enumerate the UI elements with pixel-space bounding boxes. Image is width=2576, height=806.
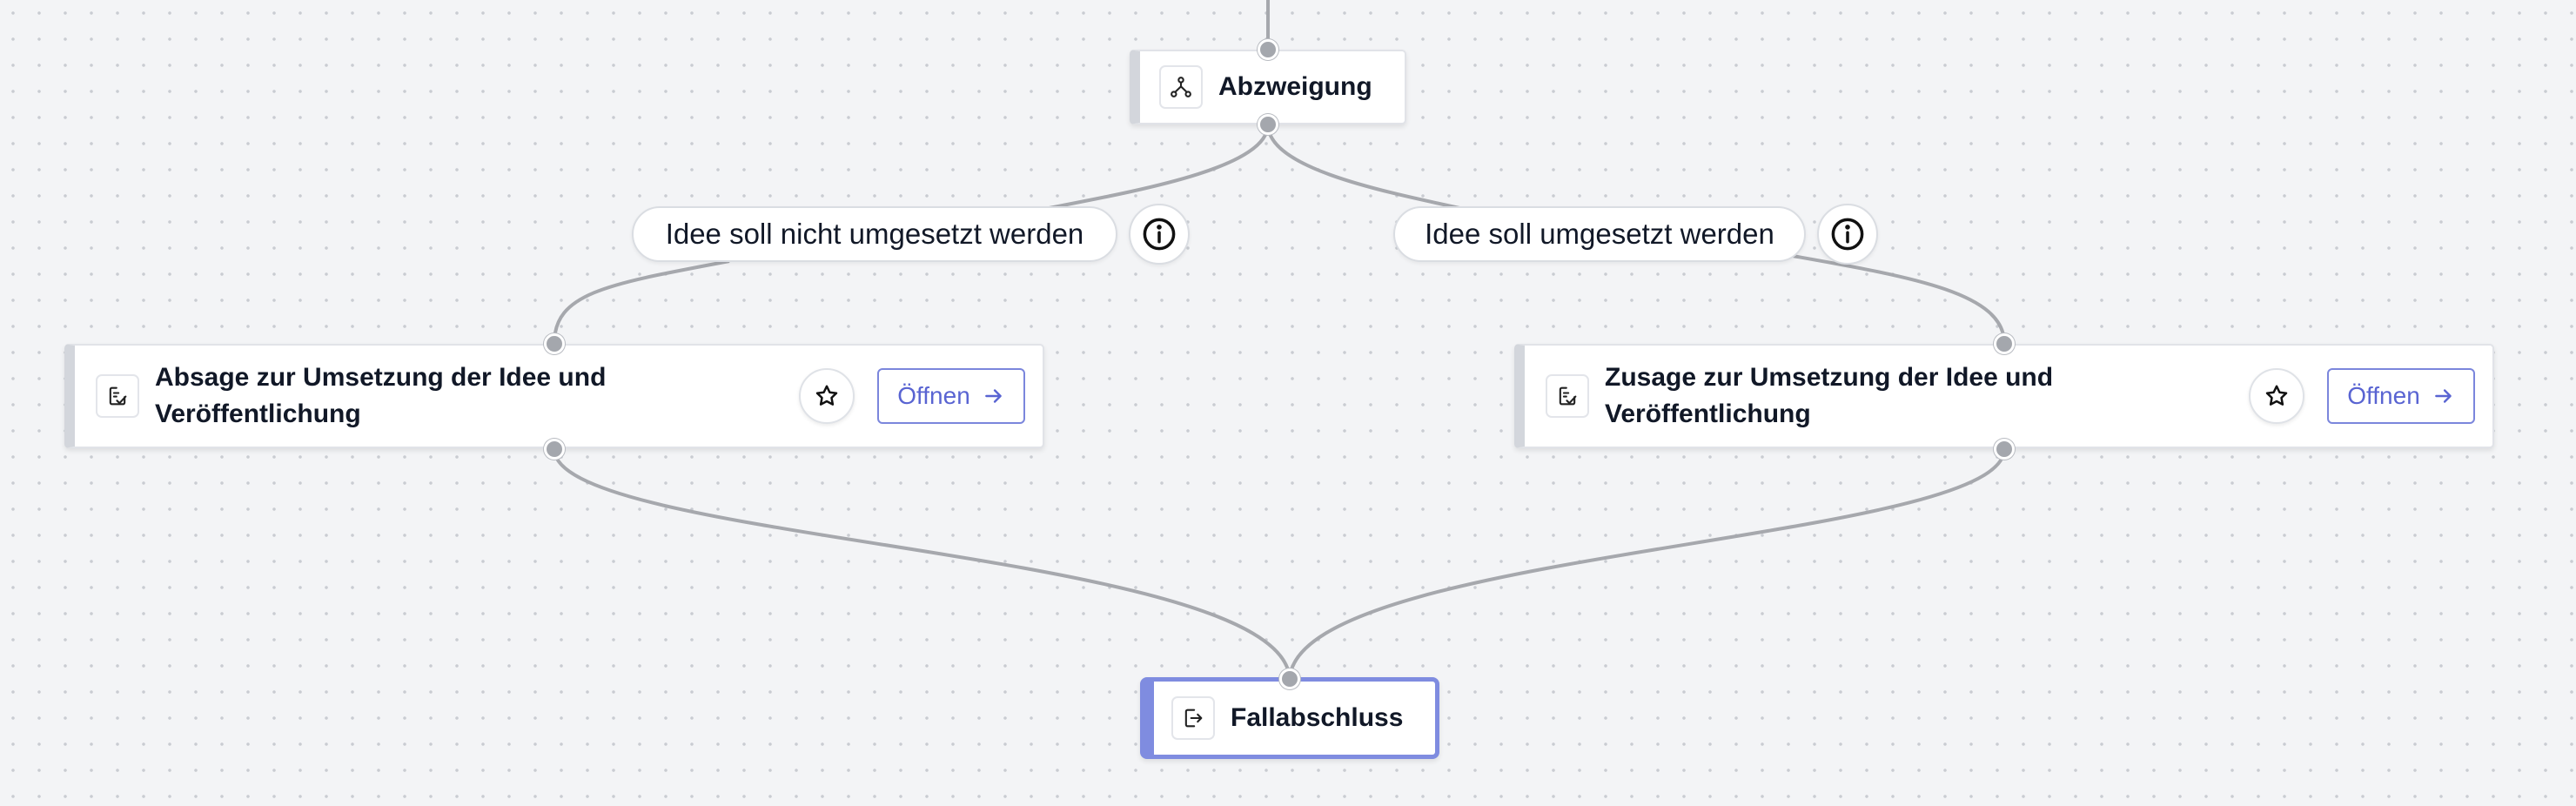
edit-task-icon [96, 374, 139, 418]
favorite-button-approve[interactable] [2249, 368, 2304, 424]
condition-info-button-right[interactable] [1817, 204, 1878, 265]
star-icon [2265, 385, 2288, 406]
exit-icon [1171, 696, 1215, 740]
approve-node-title-line1: Zusage zur Umsetzung der Idee und [1605, 363, 2054, 392]
branch-node-title: Abzweigung [1218, 72, 1372, 101]
edge-reject-to-end [553, 448, 1291, 682]
approve-input-handle[interactable] [1994, 333, 2015, 354]
edit-task-icon [1546, 374, 1589, 418]
edge-right-condition-to-approve [1792, 254, 2006, 344]
open-button-label: Öffnen [2347, 382, 2420, 409]
reject-input-handle[interactable] [544, 333, 565, 354]
favorite-button-reject[interactable] [799, 368, 855, 424]
reject-node[interactable]: Absage zur Umsetzung der Idee und Veröff… [64, 344, 1044, 448]
approve-output-handle[interactable] [1994, 439, 2015, 460]
branch-input-handle[interactable] [1258, 39, 1278, 60]
condition-label-left[interactable]: Idee soll nicht umgesetzt werden [632, 206, 1117, 262]
approve-node-title-line2: Veröffentlichung [1605, 400, 1811, 428]
info-icon [1831, 218, 1864, 251]
end-node[interactable]: Fallabschluss [1140, 677, 1439, 759]
star-icon [815, 385, 838, 406]
open-button-reject[interactable]: Öffnen [877, 368, 1025, 424]
end-input-handle[interactable] [1279, 668, 1300, 689]
approve-node[interactable]: Zusage zur Umsetzung der Idee und Veröff… [1514, 344, 2494, 448]
branch-icon [1159, 65, 1203, 109]
open-button-label: Öffnen [897, 382, 970, 409]
open-button-approve[interactable]: Öffnen [2327, 368, 2475, 424]
reject-node-title-line2: Veröffentlichung [155, 400, 361, 428]
reject-node-title-line1: Absage zur Umsetzung der Idee und [155, 363, 607, 392]
info-icon [1143, 218, 1176, 251]
edge-left-condition-to-reject [553, 259, 730, 344]
arrow-right-icon [2434, 389, 2452, 403]
reject-output-handle[interactable] [544, 439, 565, 460]
condition-label-right[interactable]: Idee soll umgesetzt werden [1393, 206, 1806, 262]
edge-branch-to-left-condition [1026, 124, 1270, 214]
condition-info-button-left[interactable] [1129, 204, 1190, 265]
edge-branch-to-right-condition [1266, 124, 1480, 214]
edge-approve-to-end [1288, 448, 2006, 682]
arrow-right-icon [984, 389, 1002, 403]
branch-output-handle[interactable] [1258, 114, 1278, 135]
end-node-title: Fallabschluss [1231, 703, 1404, 732]
